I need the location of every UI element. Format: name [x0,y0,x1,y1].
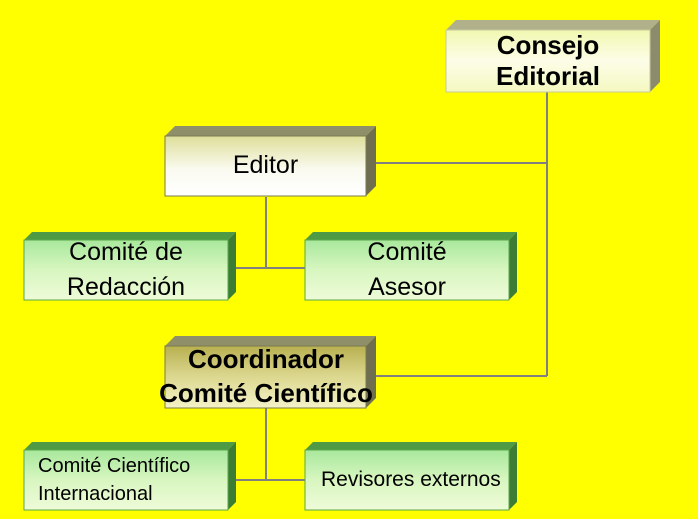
node-editor-box [164,126,376,197]
node-comite-asesor-box [304,232,517,301]
comite-redaccion-line2: Redacción [66,273,186,301]
node-comite-internacional-box [23,442,236,511]
node-comite-asesor: Comité Asesor [305,234,509,306]
node-revisores-externos: Revisores externos [305,450,581,510]
coordinador-line1: Coordinador [187,344,344,375]
node-comite-redaccion: Comité de Redacción [24,234,228,306]
node-consejo-editorial-box [445,20,660,93]
connector-lines [236,92,548,481]
node-revisores-box [304,442,517,511]
coordinador-line2: Comité Científico [159,378,373,408]
comite-asesor-line1: Comité [367,238,447,266]
node-comite-cientifico-internacional: Comité Científico Internacional [30,450,258,510]
node-editor: Editor [165,136,366,196]
consejo-editorial-line1: Consejo [496,29,600,60]
revisores-externos-label: Revisores externos [321,467,501,491]
node-comite-redaccion-box [23,232,236,301]
node-consejo-editorial: Consejo Editorial [446,28,650,94]
editor-label: Editor [232,151,299,180]
comite-redaccion-line1: Comité de [69,238,183,266]
node-coordinador-comite-cientifico: Coordinador Comité Científico [135,340,397,414]
comite-asesor-line2: Asesor [368,273,446,301]
node-coordinador-box [164,336,376,409]
consejo-editorial-line2: Editorial [495,61,600,91]
comite-internacional-line2: Internacional [38,483,153,505]
comite-internacional-line1: Comité Científico [38,455,191,477]
